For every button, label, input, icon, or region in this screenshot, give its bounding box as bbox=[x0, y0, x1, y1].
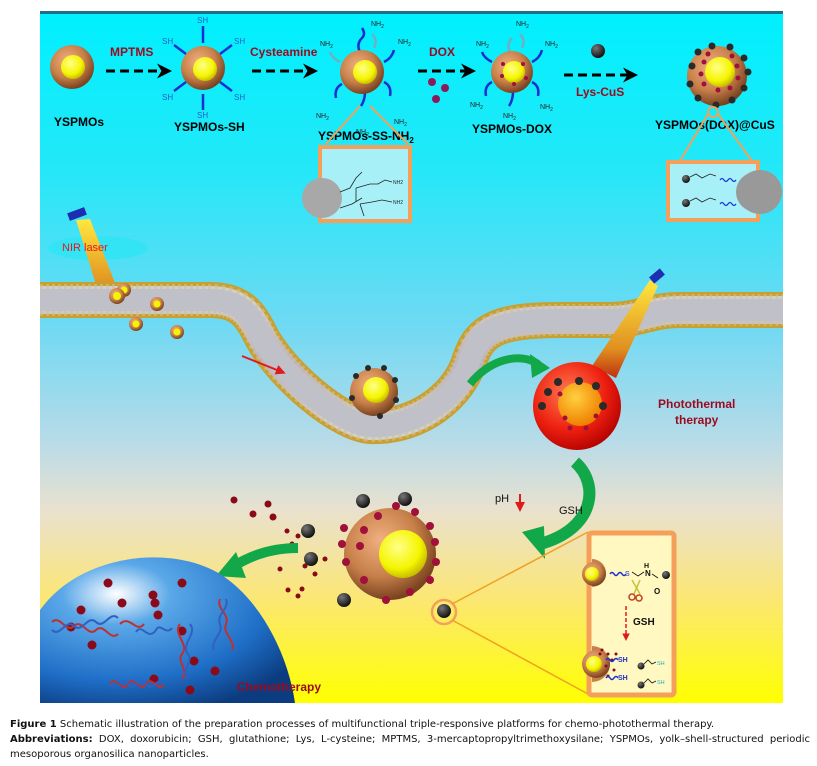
h-label: H bbox=[644, 563, 649, 570]
inset-cus-chemistry bbox=[666, 106, 782, 222]
nanoparticle-yspmos bbox=[50, 45, 94, 89]
svg-text:NH2: NH2 bbox=[545, 41, 558, 50]
inset-ss-nh2-chemistry: NH2 NH2 bbox=[302, 105, 412, 223]
svg-text:NH2: NH2 bbox=[398, 39, 411, 48]
o-label: O bbox=[654, 587, 660, 596]
sh-label: SH bbox=[657, 680, 665, 686]
releasing-nanoparticle bbox=[230, 492, 458, 626]
cus-nanoparticle-icon bbox=[591, 44, 605, 58]
caption-abbreviations: Abbreviations: DOX, doxorubicin; GSH, gl… bbox=[10, 732, 810, 762]
sh-label: SH bbox=[197, 16, 208, 25]
svg-text:NH2: NH2 bbox=[320, 41, 333, 50]
figure-caption: Figure 1 Schematic illustration of the p… bbox=[10, 717, 810, 762]
svg-text:NH2: NH2 bbox=[540, 104, 553, 113]
s-label: S bbox=[625, 571, 630, 578]
photothermal-laser bbox=[592, 268, 665, 378]
sh-label: SH bbox=[234, 37, 245, 46]
nir-laser-label: NIR laser bbox=[62, 242, 108, 254]
n-label: N bbox=[645, 569, 651, 578]
green-arrow-release bbox=[538, 457, 596, 550]
sh-label: SH bbox=[618, 657, 628, 664]
label-yspmos-sh: YSPMOs-SH bbox=[174, 120, 245, 134]
sh-label: SH bbox=[234, 93, 245, 102]
reagent-lys-cus: Lys-CuS bbox=[576, 85, 624, 99]
nh2-label: NH2 bbox=[393, 180, 403, 186]
sh-label: SH bbox=[197, 111, 208, 120]
caption-title-line: Figure 1 Schematic illustration of the p… bbox=[10, 717, 810, 732]
label-yspmos-dox-cus: YSPMOs(DOX)@CuS bbox=[655, 118, 775, 132]
sh-label: SH bbox=[162, 37, 173, 46]
nanoparticle-yspmos-sh: SH SH SH SH SH SH bbox=[162, 16, 245, 120]
label-yspmos-ss-nh2: YSPMOs-SS-NH2 bbox=[318, 129, 414, 145]
green-arrow-nucleus bbox=[231, 543, 299, 571]
photothermal-nanoparticle bbox=[533, 362, 621, 450]
nh2-label: NH2 bbox=[393, 200, 403, 206]
dox-molecules bbox=[428, 78, 449, 103]
svg-text:NH2: NH2 bbox=[516, 21, 529, 30]
endocytosis-arrow bbox=[241, 355, 286, 375]
scissors-icon bbox=[628, 579, 643, 602]
nanoparticle-yspmos-dox-cus bbox=[686, 42, 752, 109]
abbreviations-text: DOX, doxorubicin; GSH, glutathione; Lys,… bbox=[10, 734, 810, 760]
label-yspmos-dox: YSPMOs-DOX bbox=[472, 122, 552, 136]
svg-text:NH2: NH2 bbox=[394, 119, 407, 128]
sh-label: SH bbox=[657, 661, 665, 667]
svg-text:NH2: NH2 bbox=[476, 41, 489, 50]
svg-text:NH2: NH2 bbox=[371, 21, 384, 30]
photothermal-label-2: therapy bbox=[675, 413, 719, 427]
nanoparticle-yspmos-dox: NH2 NH2 NH2 NH2 NH2 NH2 bbox=[470, 21, 558, 122]
cell-nucleus bbox=[40, 557, 295, 703]
svg-text:NH2: NH2 bbox=[356, 129, 369, 138]
svg-text:NH2: NH2 bbox=[316, 113, 329, 122]
photothermal-label: Photothermal bbox=[658, 397, 735, 411]
figure-label: Figure 1 bbox=[10, 719, 57, 730]
schematic-panel: YSPMOs MPTMS SH SH SH SH SH SH YSPMOs-SH bbox=[40, 11, 783, 703]
cell-membrane bbox=[40, 282, 783, 445]
free-nanoparticles bbox=[109, 283, 184, 339]
reagent-mptms: MPTMS bbox=[110, 45, 153, 59]
nanoparticle-yspmos-ss-nh2: NH2 NH2 NH2 NH2 NH2 NH2 bbox=[316, 21, 411, 138]
endocytosed-nanoparticle bbox=[349, 365, 399, 419]
sh-label: SH bbox=[162, 93, 173, 102]
chemotherapy-label: Chemotherapy bbox=[237, 680, 321, 694]
abbreviations-label: Abbreviations: bbox=[10, 734, 93, 745]
svg-text:NH2: NH2 bbox=[503, 113, 516, 122]
sh-label: SH bbox=[618, 675, 628, 682]
figure-description: Schematic illustration of the preparatio… bbox=[59, 719, 715, 730]
synthesis-row: YSPMOs MPTMS SH SH SH SH SH SH YSPMOs-SH bbox=[50, 16, 775, 145]
inset-gsh-release: S H N O GSH SH SH SH SH bbox=[582, 530, 677, 698]
reagent-dox: DOX bbox=[429, 45, 455, 59]
svg-text:NH2: NH2 bbox=[470, 102, 483, 111]
gsh-label: GSH bbox=[559, 505, 583, 517]
label-yspmos: YSPMOs bbox=[54, 115, 104, 129]
reagent-cysteamine: Cysteamine bbox=[250, 45, 318, 59]
zoom-circle bbox=[430, 598, 458, 626]
ph-label: pH bbox=[495, 493, 509, 505]
inset-gsh-label: GSH bbox=[633, 617, 655, 628]
